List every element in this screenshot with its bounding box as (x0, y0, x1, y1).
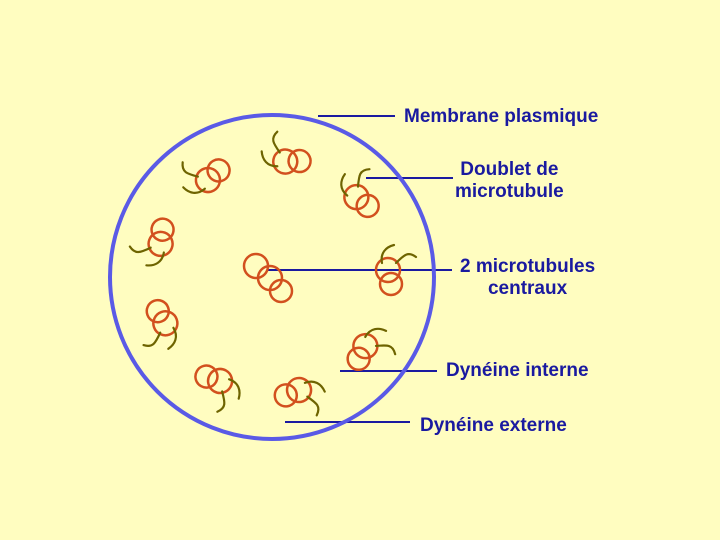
microtubule-doublet (273, 376, 326, 417)
tubule-b (145, 298, 171, 324)
dynein-outer-arm (356, 168, 371, 188)
label-doublet-line1: Doublet de (460, 159, 559, 180)
dynein-inner-arm (260, 150, 279, 168)
dynein-inner-arm (380, 243, 396, 265)
tubule-a (285, 376, 313, 404)
microtubule-doublet (128, 217, 175, 267)
microtubule-doublet (181, 158, 231, 194)
label-doublet-microtubule: Doublet de microtubule (455, 159, 564, 203)
tubule-a (152, 310, 179, 337)
tubule-a (194, 166, 222, 194)
dynein-inner-arm (340, 173, 349, 197)
dynein-outer-arm (272, 130, 281, 154)
tubule-a (374, 256, 402, 284)
dynein-outer-arm (128, 245, 152, 254)
dynein-inner-arm (145, 251, 165, 267)
label-dyneine-interne: Dynéine interne (446, 360, 589, 381)
label-central-line2: centraux (487, 278, 568, 299)
dynein-outer-arm (216, 390, 226, 413)
dynein-inner-arm (167, 326, 178, 350)
central-microtubule-pair (242, 252, 294, 304)
tubule-a (147, 230, 174, 258)
dynein-outer-arm (306, 395, 320, 417)
label-dyneine-externe: Dynéine externe (420, 415, 567, 436)
central-microtubule-3 (256, 264, 284, 292)
dynein-outer-arm (394, 253, 418, 265)
microtubule-doublet (346, 327, 397, 372)
label-microtubules-centraux: 2 microtubules centraux (460, 256, 595, 300)
leader-lines (268, 115, 453, 423)
microtubule-doublets (128, 130, 418, 417)
dynein-inner-arm (303, 380, 326, 393)
dynein-inner-arm (182, 186, 206, 194)
tubule-b (355, 193, 380, 219)
microtubule-doublet (340, 168, 380, 219)
dynein-outer-arm (181, 161, 199, 178)
label-central-line1: 2 microtubules (460, 256, 596, 277)
tubule-b (206, 158, 231, 183)
tubule-b (273, 383, 299, 408)
plasma-membrane-circle (108, 113, 436, 441)
tubule-a (343, 183, 370, 211)
tubule-b (194, 364, 219, 389)
dynein-inner-arm (228, 378, 241, 400)
microtubule-doublet (194, 364, 241, 413)
tubule-b (150, 217, 175, 242)
tubule-a (206, 367, 234, 395)
tubule-b (378, 271, 404, 297)
dynein-inner-arm (364, 327, 388, 339)
microtubule-doublet (374, 243, 418, 297)
tubule-a (272, 148, 299, 175)
dynein-outer-arm (374, 344, 397, 356)
tubule-a (352, 332, 379, 360)
dynein-outer-arm (142, 331, 162, 347)
microtubule-doublet (142, 298, 179, 350)
microtubule-doublet (260, 130, 312, 175)
label-doublet-line2: microtubule (455, 181, 564, 202)
tubule-b (346, 346, 371, 372)
label-membrane-plasmique: Membrane plasmique (404, 106, 599, 127)
tubule-b (287, 148, 312, 174)
